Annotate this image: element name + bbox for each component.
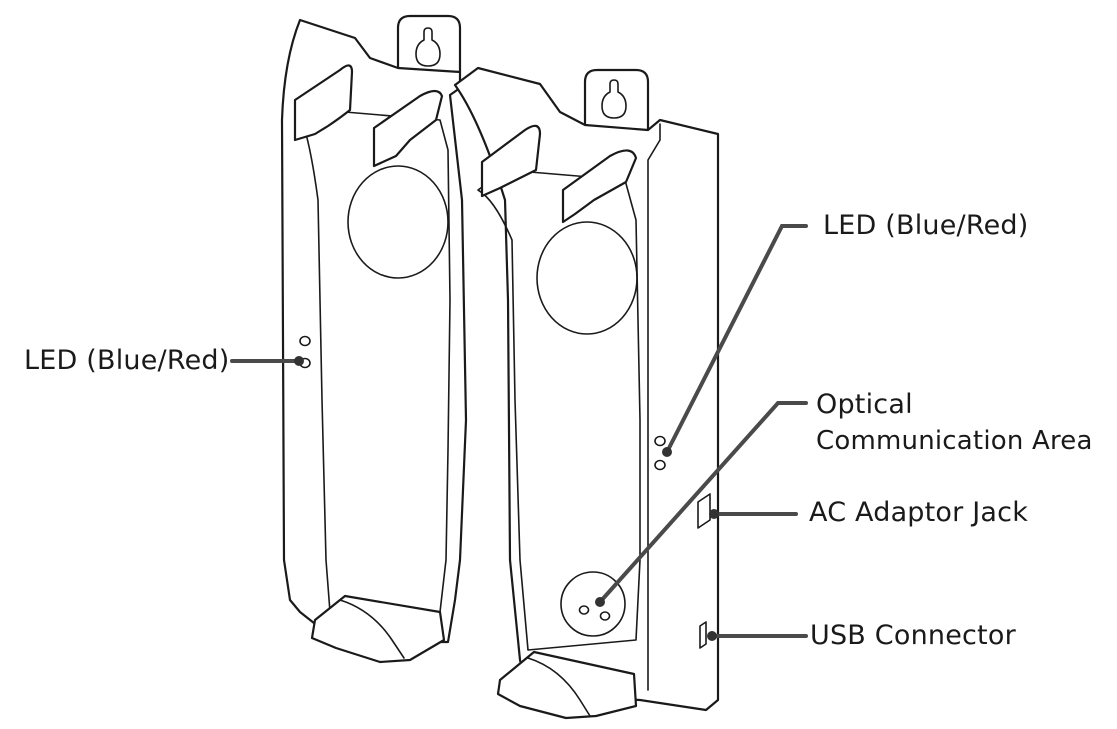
left-cradle-foot-lip (339, 599, 405, 659)
right-cradle-clip-b (561, 149, 638, 224)
left-cradle-recess (347, 165, 449, 279)
right-cradle-recess (536, 221, 638, 335)
leader-ac-jack-dot (709, 509, 719, 519)
left-cradle-clip-a (293, 64, 354, 142)
left-cradle-foot (310, 594, 446, 664)
optical-label-line1: Optical (816, 389, 913, 420)
right-keyhole (601, 79, 627, 119)
ac-adaptor-jack (697, 493, 711, 529)
led-left-label: LED (Blue/Red) (24, 345, 230, 376)
leader-led-left-dot (294, 356, 304, 366)
leader-led-right-dot (662, 447, 672, 457)
leader-usb-dot (707, 631, 717, 641)
leader-optical-dot (595, 597, 605, 607)
usb-connector-port (699, 621, 707, 649)
right-cradle-clip-a (480, 124, 542, 198)
optical-communication-area (560, 571, 626, 637)
left-wall-mount-tab (396, 14, 462, 74)
ac-adaptor-jack-label: AC Adaptor Jack (809, 497, 1029, 528)
right-cradle-foot (496, 650, 638, 720)
left-cradle-clip-b (372, 89, 444, 168)
right-charging-cradle (453, 66, 720, 720)
left-keyhole (415, 27, 441, 67)
right-cradle-foot-lip (527, 657, 591, 717)
usb-connector-label: USB Connector (810, 620, 1016, 651)
leader-lines (230, 224, 808, 641)
leader-optical (598, 401, 808, 604)
left-charging-cradle (280, 14, 468, 664)
right-wall-mount-tab (583, 68, 650, 134)
led-right-label: LED (Blue/Red) (823, 210, 1029, 241)
leader-led-right (665, 224, 808, 454)
right-cradle-body (453, 66, 720, 712)
optical-label-line2: Communication Area (816, 426, 1093, 456)
optical-sensor-holes (578, 605, 611, 621)
right-led-indicator (654, 435, 666, 471)
right-cradle-side-panel (647, 123, 661, 691)
